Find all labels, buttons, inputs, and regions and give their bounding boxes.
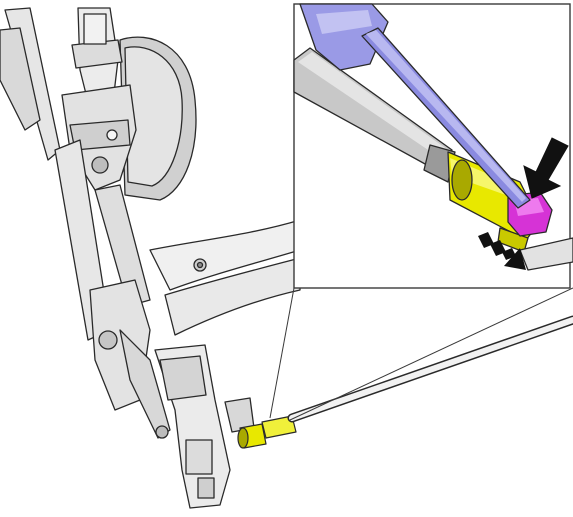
detail-inset bbox=[293, 3, 573, 289]
cable-line bbox=[287, 315, 573, 423]
sleeve-collar bbox=[423, 144, 456, 183]
arrow-solid-icon bbox=[523, 137, 569, 199]
detail-bracket bbox=[519, 237, 573, 271]
cable-end-highlight bbox=[237, 415, 297, 449]
arrow-dashed-icon bbox=[478, 232, 526, 270]
pedal-bracket-assembly bbox=[0, 7, 301, 509]
detail-leader-lines bbox=[269, 287, 573, 421]
